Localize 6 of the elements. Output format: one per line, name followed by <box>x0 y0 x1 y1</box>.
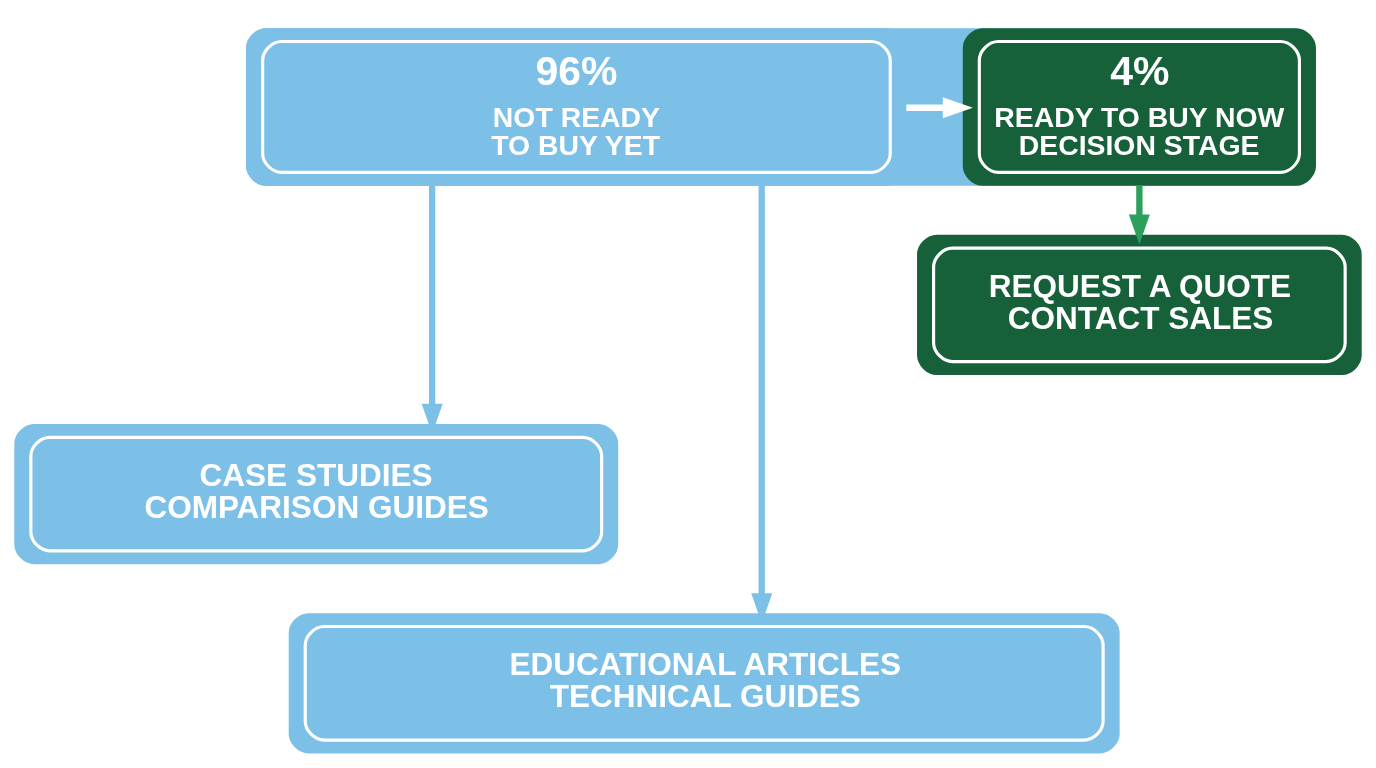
node-box: 4% READY TO BUY NOW DECISION STAGE <box>962 27 1316 186</box>
arrow <box>1128 184 1150 244</box>
arrow <box>906 96 973 118</box>
node-box: EDUCATIONAL ARTICLES TECHNICAL GUIDES <box>288 612 1120 753</box>
node-box: CASE STUDIES COMPARISON GUIDES <box>14 423 619 564</box>
node-box: REQUEST A QUOTE CONTACT SALES <box>917 234 1362 375</box>
